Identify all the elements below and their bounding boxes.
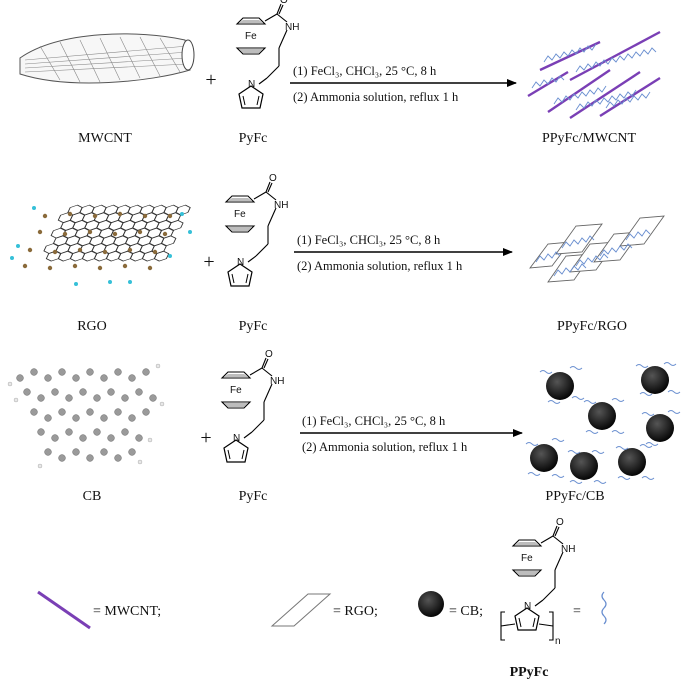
ppyfc-polymer-structure: Fe NH O N n — [500, 517, 575, 647]
mwcnt-illustration — [19, 33, 195, 84]
svg-text:N: N — [248, 79, 255, 90]
legend-mwcnt-label: = MWCNT; — [93, 604, 161, 619]
condition-1-step2: (2) Ammonia solution, reflux 1 h — [293, 90, 459, 104]
svg-text:Fe: Fe — [245, 31, 257, 42]
svg-text:O: O — [269, 173, 277, 184]
svg-text:N: N — [233, 433, 240, 444]
svg-text:NH: NH — [274, 200, 288, 211]
rgo-illustration — [10, 204, 192, 286]
legend-rgo-label: = RGO; — [333, 604, 378, 619]
product-label-cb: PPyFc/CB — [545, 489, 604, 504]
reactant-label-cb: CB — [83, 489, 102, 504]
svg-text:O: O — [265, 349, 273, 360]
condition-1-step1: (1) FeCl₃, CHCl₃, 25 °C, 8 h — [293, 64, 437, 78]
reagent-label-3: PyFc — [239, 489, 268, 504]
svg-text:O: O — [556, 517, 564, 528]
svg-text:NH: NH — [285, 22, 299, 33]
svg-text:Fe: Fe — [230, 385, 242, 396]
product-label-rgo: PPyFc/RGO — [557, 319, 627, 334]
ppyfc-mwcnt-illustration — [527, 30, 661, 120]
legend-mwcnt-rod — [37, 590, 91, 630]
svg-text:Fe: Fe — [521, 553, 533, 564]
svg-text:NH: NH — [270, 376, 284, 387]
condition-3-step2: (2) Ammonia solution, reflux 1 h — [302, 440, 468, 454]
svg-text:N: N — [237, 257, 244, 268]
svg-text:n: n — [555, 636, 561, 647]
ppyfc-cb-illustration — [525, 362, 681, 484]
reactant-label-rgo: RGO — [77, 319, 107, 334]
cb-illustration — [7, 363, 165, 469]
legend-cb-label: = CB; — [449, 604, 483, 619]
condition-2-step2: (2) Ammonia solution, reflux 1 h — [297, 259, 463, 273]
ppyfc-rgo-illustration — [529, 215, 665, 283]
legend-polymer-wave — [601, 591, 607, 625]
plus-sign: + — [203, 251, 214, 273]
legend-polymer-name: PPyFc — [510, 665, 549, 680]
svg-text:NH: NH — [561, 544, 575, 555]
legend-rgo-sheet — [270, 593, 332, 627]
plus-sign: + — [205, 69, 216, 91]
svg-text:O: O — [280, 0, 288, 6]
pyfc-structure-2: Fe NH O N — [225, 173, 288, 287]
legend-cb-sphere — [418, 591, 444, 617]
reactant-label-mwcnt: MWCNT — [78, 131, 132, 146]
condition-2-step1: (1) FeCl₃, CHCl₃, 25 °C, 8 h — [297, 233, 441, 247]
condition-3-step1: (1) FeCl₃, CHCl₃, 25 °C, 8 h — [302, 414, 446, 428]
pyfc-structure-3: Fe NH O N — [221, 349, 284, 463]
svg-text:N: N — [524, 601, 531, 612]
svg-text:Fe: Fe — [234, 209, 246, 220]
reagent-label-1: PyFc — [239, 131, 268, 146]
reagent-label-2: PyFc — [239, 319, 268, 334]
pyfc-structure-1: Fe NH O N — [236, 0, 299, 109]
plus-sign: + — [200, 427, 211, 449]
legend-polymer-equals: = — [573, 604, 581, 619]
product-label-mwcnt: PPyFc/MWCNT — [542, 131, 637, 146]
